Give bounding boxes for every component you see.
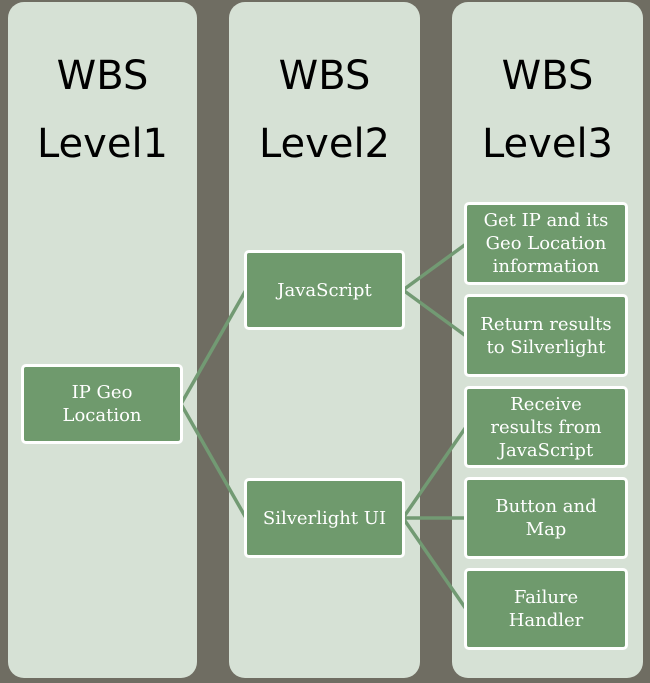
column-heading-line1: WBS xyxy=(501,53,594,99)
column-level2: WBS Level2 xyxy=(229,2,420,678)
node-javascript: JavaScript xyxy=(244,250,405,330)
column-heading-line2: Level2 xyxy=(258,121,391,167)
node-receive-results: Receive results from JavaScript xyxy=(464,386,628,468)
connector-root-silverlight xyxy=(179,402,248,520)
column-heading-line1: WBS xyxy=(278,53,371,99)
node-failure-handler: Failure Handler xyxy=(464,568,628,650)
connector-javascript-getip xyxy=(401,242,468,292)
node-button-and-map: Button and Map xyxy=(464,477,628,559)
node-ip-geo-location: IP Geo Location xyxy=(21,364,183,444)
column-level1: WBS Level1 xyxy=(8,2,197,678)
column-heading-line2: Level1 xyxy=(36,121,169,167)
connector-root-javascript xyxy=(179,288,248,406)
column-heading-line2: Level3 xyxy=(481,121,614,167)
column-heading-level3: WBS Level3 xyxy=(452,42,643,178)
column-heading-line1: WBS xyxy=(56,53,149,99)
node-return-results: Return results to Silverlight xyxy=(464,294,628,377)
connector-silverlight-failure xyxy=(401,516,468,611)
column-heading-level2: WBS Level2 xyxy=(229,42,420,178)
column-heading-level1: WBS Level1 xyxy=(8,42,197,178)
node-silverlight-ui: Silverlight UI xyxy=(244,478,405,558)
connector-javascript-return xyxy=(401,288,468,338)
node-get-ip-geo-location: Get IP and its Geo Location information xyxy=(464,202,628,285)
connector-silverlight-receive xyxy=(401,425,468,520)
